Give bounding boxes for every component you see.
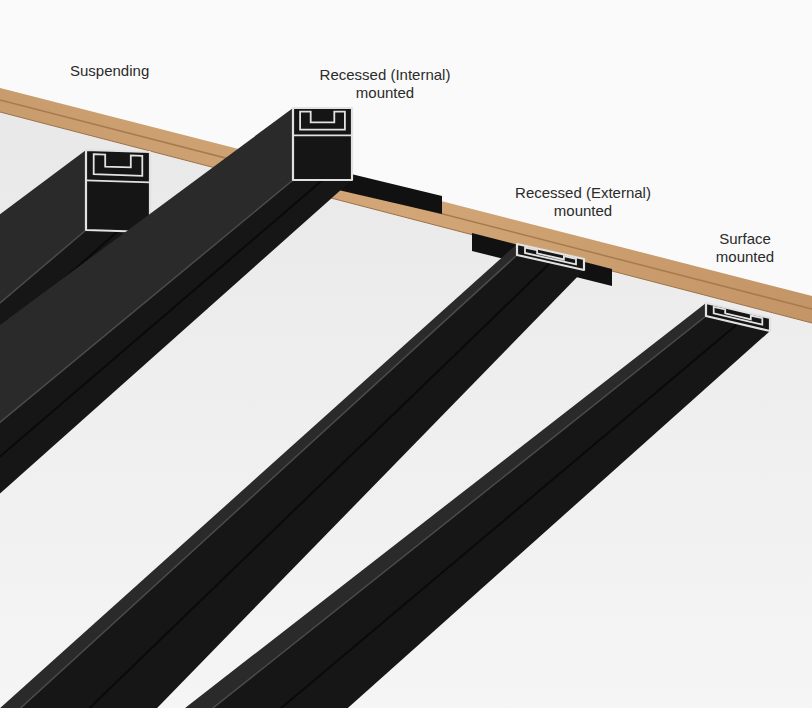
profile-wall: [293, 134, 352, 136]
mount-label: Recessed (Internal) mounted: [305, 66, 465, 102]
profile-face: [0, 316, 770, 708]
profile-edge: [0, 255, 517, 708]
track-slot: [525, 248, 576, 265]
profile-end: [706, 303, 770, 331]
profile-end: [517, 244, 584, 270]
profile-edge: [0, 316, 706, 708]
surface-profile: [0, 303, 770, 708]
profile-groove: [33, 324, 738, 708]
mount-label: Suspending: [70, 62, 190, 80]
mount-label: Recessed (External) mounted: [503, 184, 663, 220]
track-slot: [94, 154, 143, 176]
track-slot: [300, 112, 345, 130]
track-slot: [714, 307, 763, 325]
profile-side: [0, 244, 517, 708]
profile-wall: [86, 180, 150, 182]
profile-end: [86, 150, 150, 232]
mount-label: Surface mounted: [705, 230, 785, 266]
profile-end: [293, 108, 352, 180]
